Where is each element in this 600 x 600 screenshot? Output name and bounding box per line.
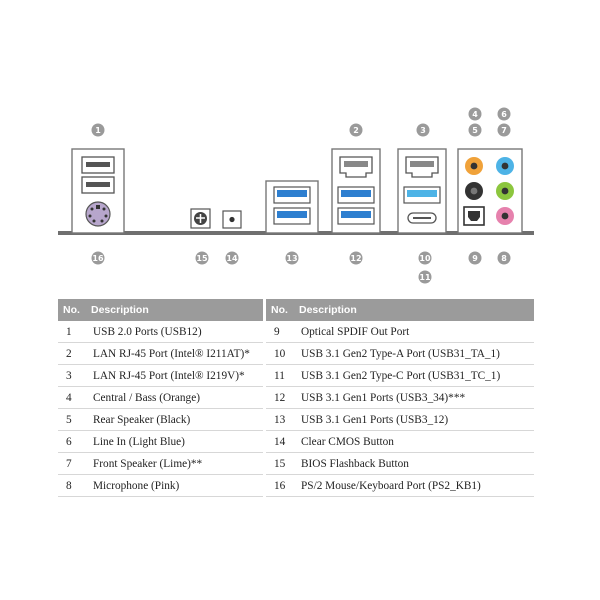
svg-text:6: 6	[501, 110, 507, 119]
row-description: PS/2 Mouse/Keyboard Port (PS2_KB1)	[293, 474, 534, 497]
callout-6: 6	[497, 107, 511, 121]
row-description: LAN RJ-45 Port (Intel® I219V)*	[85, 364, 263, 387]
svg-text:11: 11	[419, 273, 431, 282]
svg-text:7: 7	[501, 126, 507, 135]
row-description: Optical SPDIF Out Port	[293, 321, 534, 343]
svg-text:12: 12	[350, 254, 361, 263]
callout-4: 4	[468, 107, 482, 121]
callout-12: 12	[349, 251, 363, 265]
row-no: 6	[58, 430, 85, 453]
row-no: 15	[266, 452, 293, 475]
usb2-ps2-stack	[71, 148, 125, 234]
row-no: 9	[266, 321, 293, 343]
row-description: Front Speaker (Lime)**	[85, 452, 263, 475]
row-no: 10	[266, 342, 293, 365]
lan-usb31-gen2-stack-3-10-11	[397, 148, 447, 234]
callout-2: 2	[349, 123, 363, 137]
row-no: 7	[58, 452, 85, 475]
svg-text:15: 15	[196, 254, 208, 263]
svg-text:4: 4	[472, 110, 478, 119]
row-description: USB 2.0 Ports (USB12)	[85, 321, 263, 343]
row-description: Rear Speaker (Black)	[85, 408, 263, 431]
column-header-description: Description	[293, 299, 534, 321]
row-description: USB 3.1 Gen1 Ports (USB3_12)	[293, 408, 534, 431]
row-description: Clear CMOS Button	[293, 430, 534, 453]
bios-flashback-button-graphic	[190, 208, 211, 229]
row-no: 2	[58, 342, 85, 365]
lan-usb3-stack-2-12	[331, 148, 381, 234]
svg-text:10: 10	[419, 254, 431, 263]
usb3-gen1-stack-13	[265, 180, 319, 234]
row-no: 13	[266, 408, 293, 431]
row-description: LAN RJ-45 Port (Intel® I211AT)*	[85, 342, 263, 365]
callout-11: 11	[418, 270, 432, 284]
row-no: 14	[266, 430, 293, 453]
svg-text:5: 5	[472, 126, 478, 135]
callout-14: 14	[225, 251, 239, 265]
row-no: 5	[58, 408, 85, 431]
row-no: 8	[58, 474, 85, 497]
row-description: USB 3.1 Gen2 Type-C Port (USB31_TC_1)	[293, 364, 534, 387]
callout-3: 3	[416, 123, 430, 137]
svg-text:1: 1	[95, 126, 101, 135]
svg-text:8: 8	[501, 254, 507, 263]
audio-panel	[457, 148, 523, 234]
svg-text:2: 2	[353, 126, 359, 135]
callout-10: 10	[418, 251, 432, 265]
svg-text:13: 13	[286, 254, 297, 263]
row-no: 4	[58, 386, 85, 409]
callout-5: 5	[468, 123, 482, 137]
row-description: Microphone (Pink)	[85, 474, 263, 497]
row-description: Line In (Light Blue)	[85, 430, 263, 453]
svg-text:14: 14	[226, 254, 238, 263]
row-no: 16	[266, 474, 293, 497]
clear-cmos-button-graphic	[222, 210, 242, 229]
column-header-description: Description	[85, 299, 263, 321]
row-no: 1	[58, 321, 85, 343]
row-description: BIOS Flashback Button	[293, 452, 534, 475]
callout-15: 15	[195, 251, 209, 265]
row-no: 11	[266, 364, 293, 387]
rear-io-diagram: 1 2 3 4 5 6 7 8 9 10 11 12 13 14 15 16	[58, 107, 534, 284]
row-description: USB 3.1 Gen2 Type-A Port (USB31_TA_1)	[293, 342, 534, 365]
table-header-row: No. Description	[266, 299, 534, 321]
svg-text:9: 9	[472, 254, 478, 263]
callout-7: 7	[497, 123, 511, 137]
row-description: Central / Bass (Orange)	[85, 386, 263, 409]
row-no: 12	[266, 386, 293, 409]
column-header-no: No.	[58, 299, 85, 321]
callout-9: 9	[468, 251, 482, 265]
callout-13: 13	[285, 251, 299, 265]
row-no: 3	[58, 364, 85, 387]
callout-16: 16	[91, 251, 105, 265]
callout-1: 1	[91, 123, 105, 137]
table-header-row: No. Description	[58, 299, 263, 321]
svg-text:16: 16	[92, 254, 104, 263]
column-header-no: No.	[266, 299, 293, 321]
svg-text:3: 3	[420, 126, 426, 135]
callout-8: 8	[497, 251, 511, 265]
row-description: USB 3.1 Gen1 Ports (USB3_34)***	[293, 386, 534, 409]
